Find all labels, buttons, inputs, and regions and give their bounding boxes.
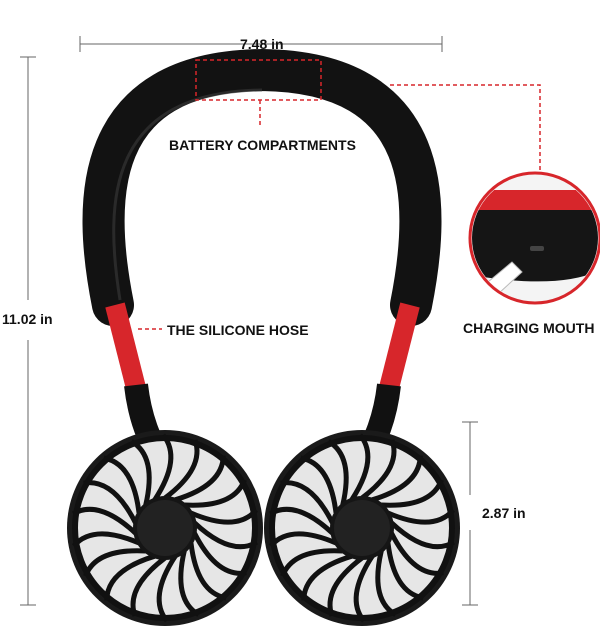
fan-right: [264, 430, 460, 626]
height-dimension-line: [20, 56, 36, 606]
fan-diameter-label: 2.87 in: [482, 505, 526, 521]
fan-left: [67, 430, 263, 626]
silicone-hose-left: [105, 302, 146, 391]
width-label: 7.48 in: [240, 36, 284, 52]
charging-callout: CHARGING MOUTH: [463, 320, 595, 336]
height-label: 11.02 in: [2, 311, 53, 327]
silicone-hose-right: [379, 302, 420, 391]
battery-callout: BATTERY COMPARTMENTS: [169, 137, 356, 153]
neckband: [82, 48, 442, 326]
hose-callout: THE SILICONE HOSE: [167, 322, 309, 338]
battery-highlight: [195, 59, 322, 101]
fan-dimension-line: [462, 421, 478, 606]
charging-port-inset: [468, 171, 600, 305]
width-dimension-line: [79, 36, 443, 52]
